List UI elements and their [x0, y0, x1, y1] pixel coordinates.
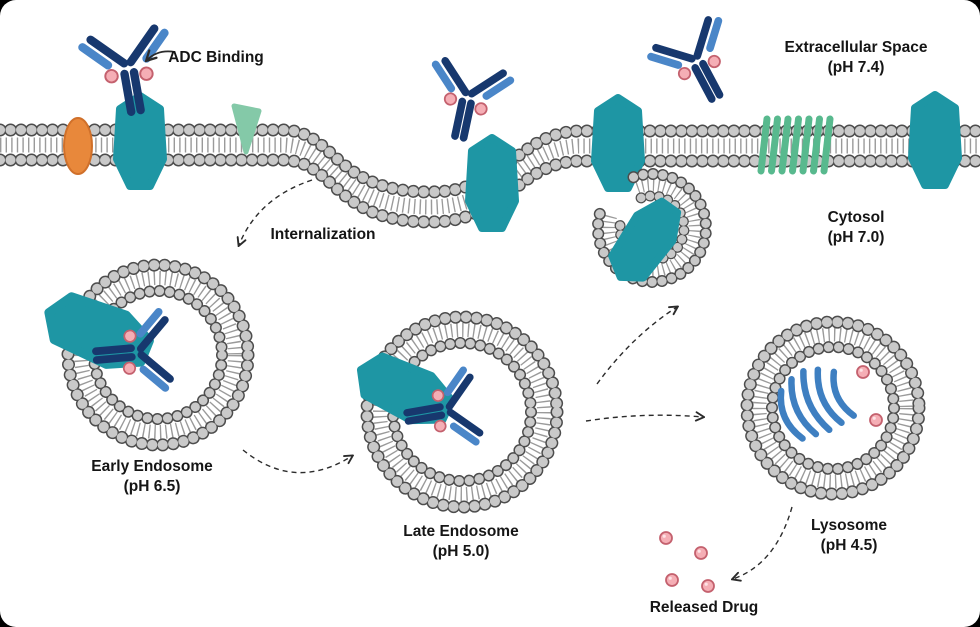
arrow-internalization — [239, 179, 313, 245]
label-late-endosome: Late Endosome — [403, 523, 519, 540]
target-receptor-far-right — [912, 95, 958, 185]
arrow-adc-binding-pointer — [147, 51, 176, 60]
adc-bound-middle — [422, 59, 512, 145]
label-extracellular-ph: (pH 7.4) — [828, 59, 885, 76]
late-endosome — [351, 310, 564, 514]
gpcr-coil-protein — [757, 115, 834, 175]
arrow-lysosome-to-drug — [733, 506, 793, 579]
early-endosome — [39, 258, 255, 452]
label-released-drug: Released Drug — [650, 599, 759, 616]
vesicle-outer-heads — [593, 169, 711, 287]
target-receptor-dip — [469, 138, 515, 228]
membrane-bottom-heads — [0, 155, 980, 228]
drug-in-lysosome-2 — [869, 413, 883, 427]
adc-free-extracellular — [648, 16, 749, 115]
pathway-arrows — [147, 51, 793, 579]
label-cytosol: Cytosol — [828, 209, 885, 226]
degraded-antibody-strands — [777, 366, 857, 442]
green-membrane-protein — [231, 103, 262, 155]
label-lysosome: Lysosome — [811, 517, 887, 534]
arrow-early-to-late — [242, 449, 352, 474]
label-cytosol-ph: (pH 7.0) — [828, 229, 885, 246]
cell-membrane — [0, 123, 980, 229]
label-late-endosome-ph: (pH 5.0) — [433, 543, 490, 560]
endocytic-vesicle — [591, 167, 712, 290]
label-adc-binding: ADC Binding — [168, 49, 264, 66]
label-early-endosome: Early Endosome — [91, 458, 213, 475]
arrow-late-to-lysosome — [585, 415, 703, 422]
label-extracellular-space: Extracellular Space — [784, 39, 927, 56]
membrane-top-heads — [0, 125, 980, 198]
adc-bound-left — [81, 27, 177, 118]
orange-transport-protein — [63, 117, 93, 175]
label-internalization: Internalization — [270, 226, 375, 243]
lysosome — [740, 315, 926, 501]
released-drug-dots — [659, 531, 715, 593]
membrane-proteins — [63, 95, 958, 228]
label-lysosome-ph: (pH 4.5) — [821, 537, 878, 554]
drug-in-lysosome-1 — [856, 365, 870, 379]
arrow-late-to-vesicle — [596, 307, 677, 385]
label-early-endosome-ph: (pH 6.5) — [124, 478, 181, 495]
